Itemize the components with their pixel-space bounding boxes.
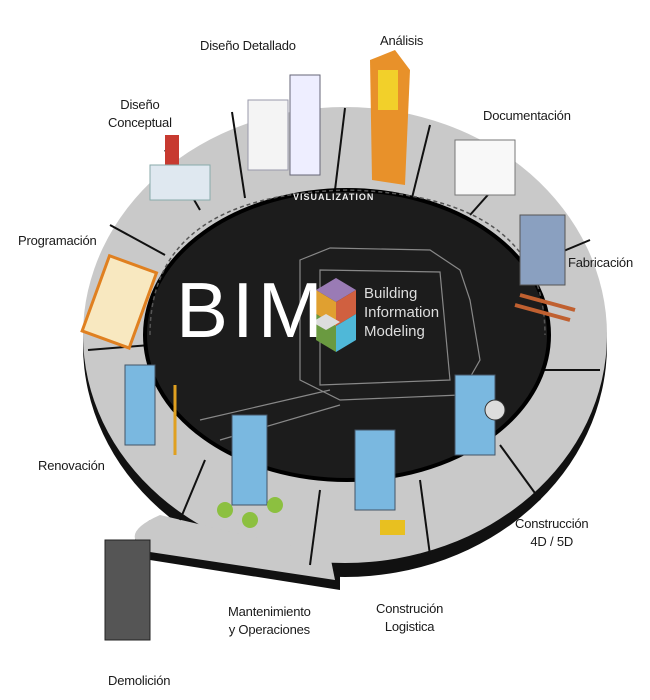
label-demolicion: Demolición: [108, 673, 171, 688]
label-line: Conceptual: [108, 115, 172, 130]
label-renovacion: Renovación: [38, 458, 105, 473]
detailed-design-icon: [289, 74, 321, 176]
label-fabricacion: Fabricación: [568, 255, 633, 270]
label-line: Logistica: [384, 619, 435, 634]
demolition-building-icon: [104, 539, 151, 641]
ring-tail: [134, 515, 335, 580]
label-line: Mantenimiento: [228, 604, 311, 619]
documentation-icon: [454, 139, 516, 196]
label-analisis: Análisis: [380, 33, 424, 48]
bim-cube-logo: [312, 278, 356, 352]
label-diseno-detallado: Diseño Detallado: [200, 38, 296, 53]
bim-title: BIM: [176, 266, 327, 354]
label-line: Diseño: [120, 97, 160, 112]
bim-subtitle: Building Information Modeling: [364, 284, 439, 341]
label-programacion: Programación: [18, 233, 97, 248]
label-line: Construcción: [515, 516, 589, 531]
fabrication-icon: [519, 214, 566, 286]
operations-building-icon: [231, 414, 268, 506]
label-line: 4D / 5D: [530, 534, 574, 549]
subtitle-line: Modeling: [364, 323, 425, 340]
label-line: Construción: [376, 601, 444, 616]
clipboard-icon: [80, 253, 159, 350]
subtitle-line: Building: [364, 285, 418, 302]
lumber-icon: [514, 293, 576, 322]
label-construccion: Construcción 4D / 5D: [515, 515, 589, 551]
subtitle-line: Information: [364, 304, 440, 321]
visualization-label: VISUALIZATION: [293, 192, 375, 202]
label-line: y Operaciones: [228, 622, 310, 637]
label-diseno-conceptual: Diseño Conceptual: [108, 96, 172, 132]
label-mantenimiento: Mantenimiento y Operaciones: [228, 603, 311, 639]
renovation-building-icon: [124, 364, 156, 446]
logistics-building-icon: [354, 429, 396, 511]
label-logistica: Construción Logistica: [376, 600, 443, 636]
stage-illustrations: [80, 50, 576, 641]
trees-icon: [217, 497, 283, 528]
label-documentacion: Documentación: [483, 108, 571, 123]
